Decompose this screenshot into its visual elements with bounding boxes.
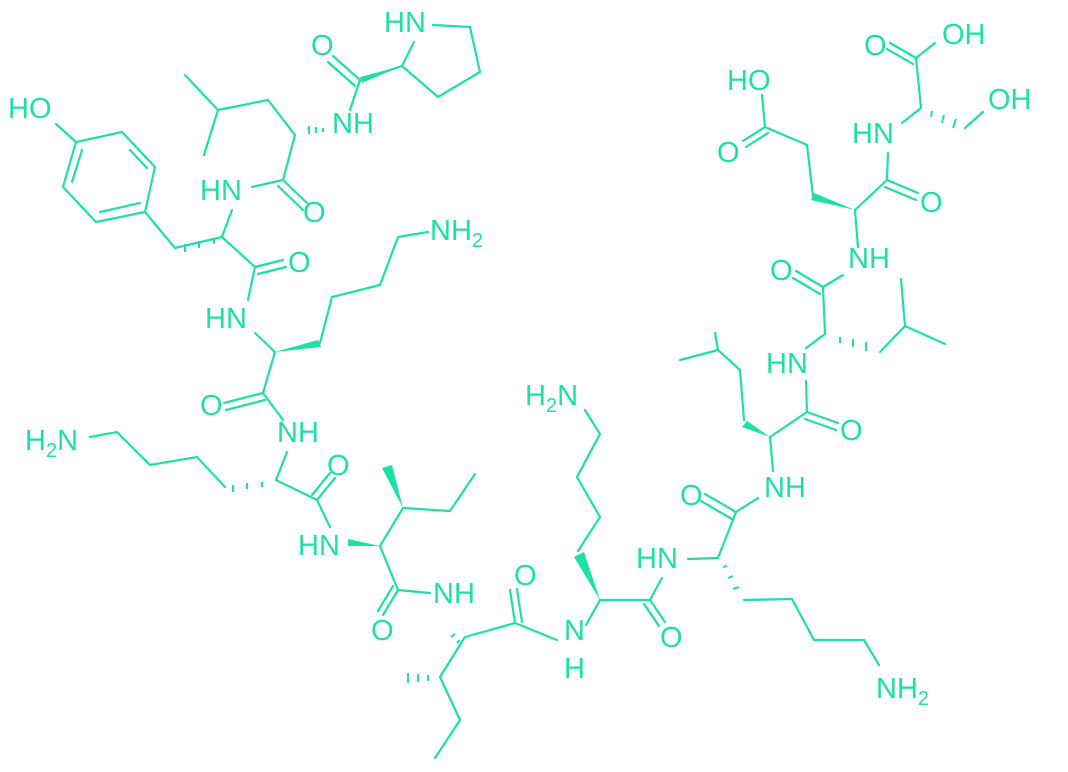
atom-label-lys3_nh2: H2N <box>525 380 578 417</box>
hash-bonds <box>184 110 957 683</box>
atom-label-lys4_nh2: NH2 <box>876 673 929 710</box>
atom-label-glu_o: O <box>920 187 943 219</box>
atom-label-lys2_nh: NH <box>277 417 319 449</box>
atom-label-leu1_nh: NH <box>332 108 374 140</box>
atom-label-lys2_nh2: H2N <box>25 425 78 462</box>
atom-label-leu2_co: O <box>840 415 863 447</box>
atom-label-ser_oh2: OH <box>988 84 1032 116</box>
atom-label-ile2_o: O <box>514 560 537 592</box>
atom-label-ser_oh1: OH <box>942 19 986 51</box>
atom-label-lys1_nh: HN <box>205 303 247 335</box>
atom-label-lys3_nh: N <box>564 615 585 647</box>
atom-label-lys4_nh: HN <box>636 543 678 575</box>
atom-label-ser_nh: HN <box>852 118 894 150</box>
atom-label-tyr_o: O <box>288 247 311 279</box>
atom-label-leu3_o: O <box>770 255 793 287</box>
atom-label-pro_o: O <box>311 30 334 62</box>
atom-label-lys3_h: H <box>564 653 585 685</box>
atom-labels: HNONHHOHNONH2OHNONHH2NOHNONHOH2NNHOHNNH2… <box>8 7 1032 710</box>
atom-label-glu_ho: HO <box>727 65 771 97</box>
atom-label-glu_nh: NH <box>848 243 890 275</box>
atom-label-tyr_nh: HN <box>200 175 242 207</box>
bonds <box>54 23 985 760</box>
atom-label-tyr_oh: HO <box>8 93 52 125</box>
atom-label-ile2_nh: NH <box>433 578 475 610</box>
atom-label-ser_o: O <box>864 30 887 62</box>
atom-label-lys3_o: O <box>660 622 683 654</box>
atom-label-pro_nh: HN <box>384 7 426 39</box>
atom-label-lys1_o: O <box>200 390 223 422</box>
atom-label-leu3_nh: HN <box>766 348 808 380</box>
atom-label-leu2_o: O <box>680 480 703 512</box>
atom-label-lys2_o: O <box>327 450 350 482</box>
atom-label-glu_co: O <box>717 137 740 169</box>
atom-label-lys1_nh2: NH2 <box>430 215 483 252</box>
atom-label-ile1_o: O <box>371 615 394 647</box>
atom-label-leu1_o: O <box>303 197 326 229</box>
wedge-bonds <box>275 66 855 600</box>
atom-label-leu2_nh: NH <box>764 472 806 504</box>
atom-label-ile1_nh: HN <box>298 530 340 562</box>
